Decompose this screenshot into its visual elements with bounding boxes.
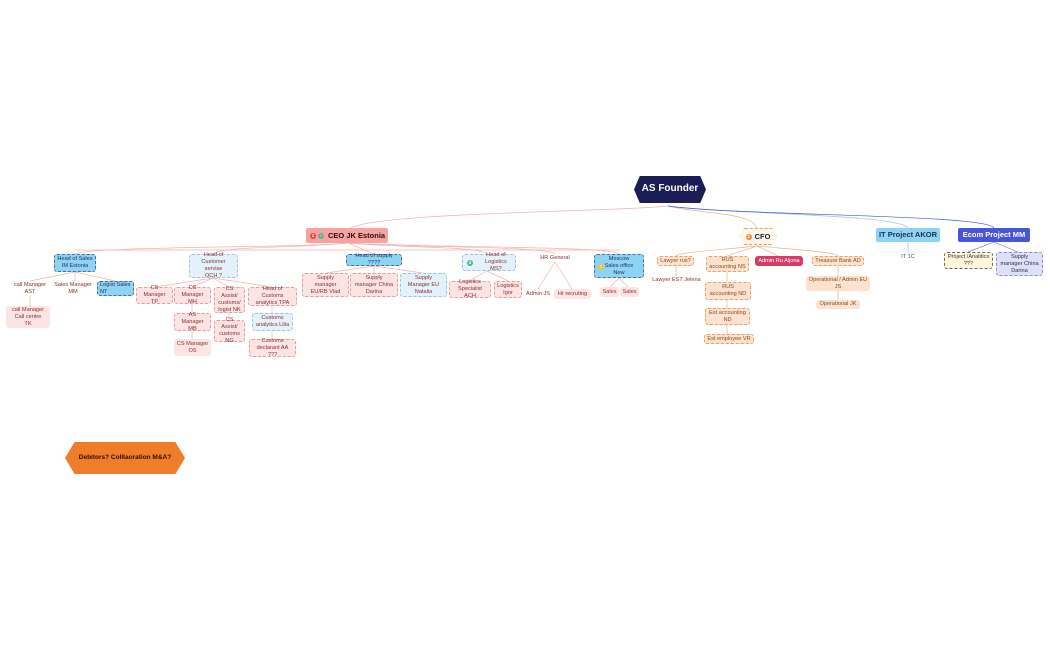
node-est-accounting-nd[interactable]: Est accounting ND [705,308,750,325]
logistics-head-label: Head of Logistics MS? [485,252,507,272]
node-head-of-supply[interactable]: Head of supply ???? [346,253,402,266]
moscow-label: Moscow Sales office New [604,255,634,276]
node-admin-js[interactable]: Admin JS [526,290,550,297]
node-call-manager-tk[interactable]: call Manager Call centre TK [6,306,50,328]
link-ceo-cs [212,242,349,255]
node-cs-assist-nk[interactable]: CS Assist/ customs/ logist NK [214,286,245,313]
link-cfo-kids [675,245,839,257]
root-node-as-founder[interactable]: AS Founder [634,176,706,203]
branch-cfo[interactable]: 2 CFO [739,228,777,245]
node-moscow-sales-office[interactable]: ! Moscow Sales office New [594,254,644,278]
node-sales-2[interactable]: Sales [620,287,639,297]
link-root-ecom [667,205,995,229]
link-ceo-log [347,242,488,255]
node-cs-manager-tp[interactable]: CS Manager TP [136,285,173,305]
node-lawyer-rus[interactable]: Lawyer rus? [657,256,694,266]
node-supply-manager-vlad[interactable]: Supply manager EU/RB Vlad [302,273,349,297]
cfo-label: CFO [754,231,771,241]
node-treasure-bank-ad[interactable]: Treasure Bank AD [812,256,864,266]
branch-ceo[interactable]: 1 › CEO JK Estonia [306,228,388,243]
node-hr-general[interactable]: HR General [540,255,570,261]
progress-icon: 3 [467,259,473,266]
node-customs-analytics-lilia[interactable]: Customs analytics Lilia [252,313,293,331]
node-head-customs-analytics[interactable]: Head of Customs analytics TPA [248,286,297,306]
node-sales-manager-mm[interactable]: Sales Manager MM [54,281,92,295]
link-root-cfo [667,205,758,229]
link-root-ceo [347,205,669,231]
ceo-label: CEO JK Estonia [328,230,386,240]
node-admin-ru-aljona[interactable]: Admin Ru Aljona [755,256,803,266]
progress-icon: › [318,232,324,239]
node-supply-manager-darina[interactable]: Supply manager China Darina [350,273,398,297]
node-customs-declarant-aa[interactable]: Customs declarant AA ??? [249,338,296,358]
link-log-kids [468,270,509,282]
node-project-analitics[interactable]: Project /Analitics ??? [944,252,993,269]
node-logistics-igor[interactable]: Logistics Igor [494,281,522,298]
node-logist-sales-nt[interactable]: Logist Sales NT [97,281,134,296]
node-supply-manager-china-darina-ecom[interactable]: Supply manager China Darina [996,252,1043,276]
node-call-manager-ast[interactable]: call Manager AST [13,281,47,295]
link-supply-kids [325,265,424,274]
priority-1-icon: 1 [310,232,316,239]
node-head-of-sales[interactable]: Head of Sales IM Estonia [54,254,96,272]
node-head-customer-service[interactable]: Head of Customer servise OCH ? [189,252,238,279]
node-operational-jk[interactable]: Operational JK [816,300,860,309]
node-supply-manager-natalia[interactable]: Supply Manager EU Natalia [400,273,447,297]
branch-ecom-project[interactable]: Ecom Project MM [958,228,1030,242]
floating-topic-debitors[interactable]: Debitors? Colllaoration M&A? [65,442,185,474]
node-rus-accounting-ns[interactable]: RUS accounting NS [706,256,749,272]
link-ecom-kids [967,241,1019,253]
link-cfo-sub [675,266,839,334]
warning-icon: ! [598,264,604,270]
link-hr-kids [537,261,573,290]
node-sales-1[interactable]: Sales [600,287,619,297]
node-cs-assist-ng[interactable]: CS Assist/ customs NG [214,317,245,344]
node-logistics-specialist-ach[interactable]: Logistics Specialist ACH [449,279,491,299]
priority-2-icon: 2 [745,233,752,240]
node-operational-admin-eu[interactable]: Operational / Admin EU JS [806,276,870,291]
link-ceo-moscow [347,242,620,255]
node-hr-recruting[interactable]: Hr recruting [554,289,591,299]
node-est-employee-vr[interactable]: Est employee VR [704,334,754,344]
branch-it-project[interactable]: IT Project AKOR [876,228,940,242]
link-moscow-kids [609,277,629,288]
node-head-of-logistics[interactable]: 3 Head of Logistics MS? [462,252,516,272]
link-cs-kids [154,277,273,339]
node-lawyer-est-jelena[interactable]: Lawyer EST Jelena [652,277,701,283]
node-as-manager-mb[interactable]: AS Manager MB [174,312,211,332]
link-sales-kids [29,271,116,306]
node-cs-manager-os[interactable]: CS Manager OS [174,339,211,356]
node-cs-manager-mh[interactable]: CS Manager MH [174,285,211,305]
node-rus-accounting-nd[interactable]: RUS accounting ND [705,282,751,300]
link-ceo-supply [347,242,375,255]
node-it-1c[interactable]: IT 1C [901,254,915,260]
